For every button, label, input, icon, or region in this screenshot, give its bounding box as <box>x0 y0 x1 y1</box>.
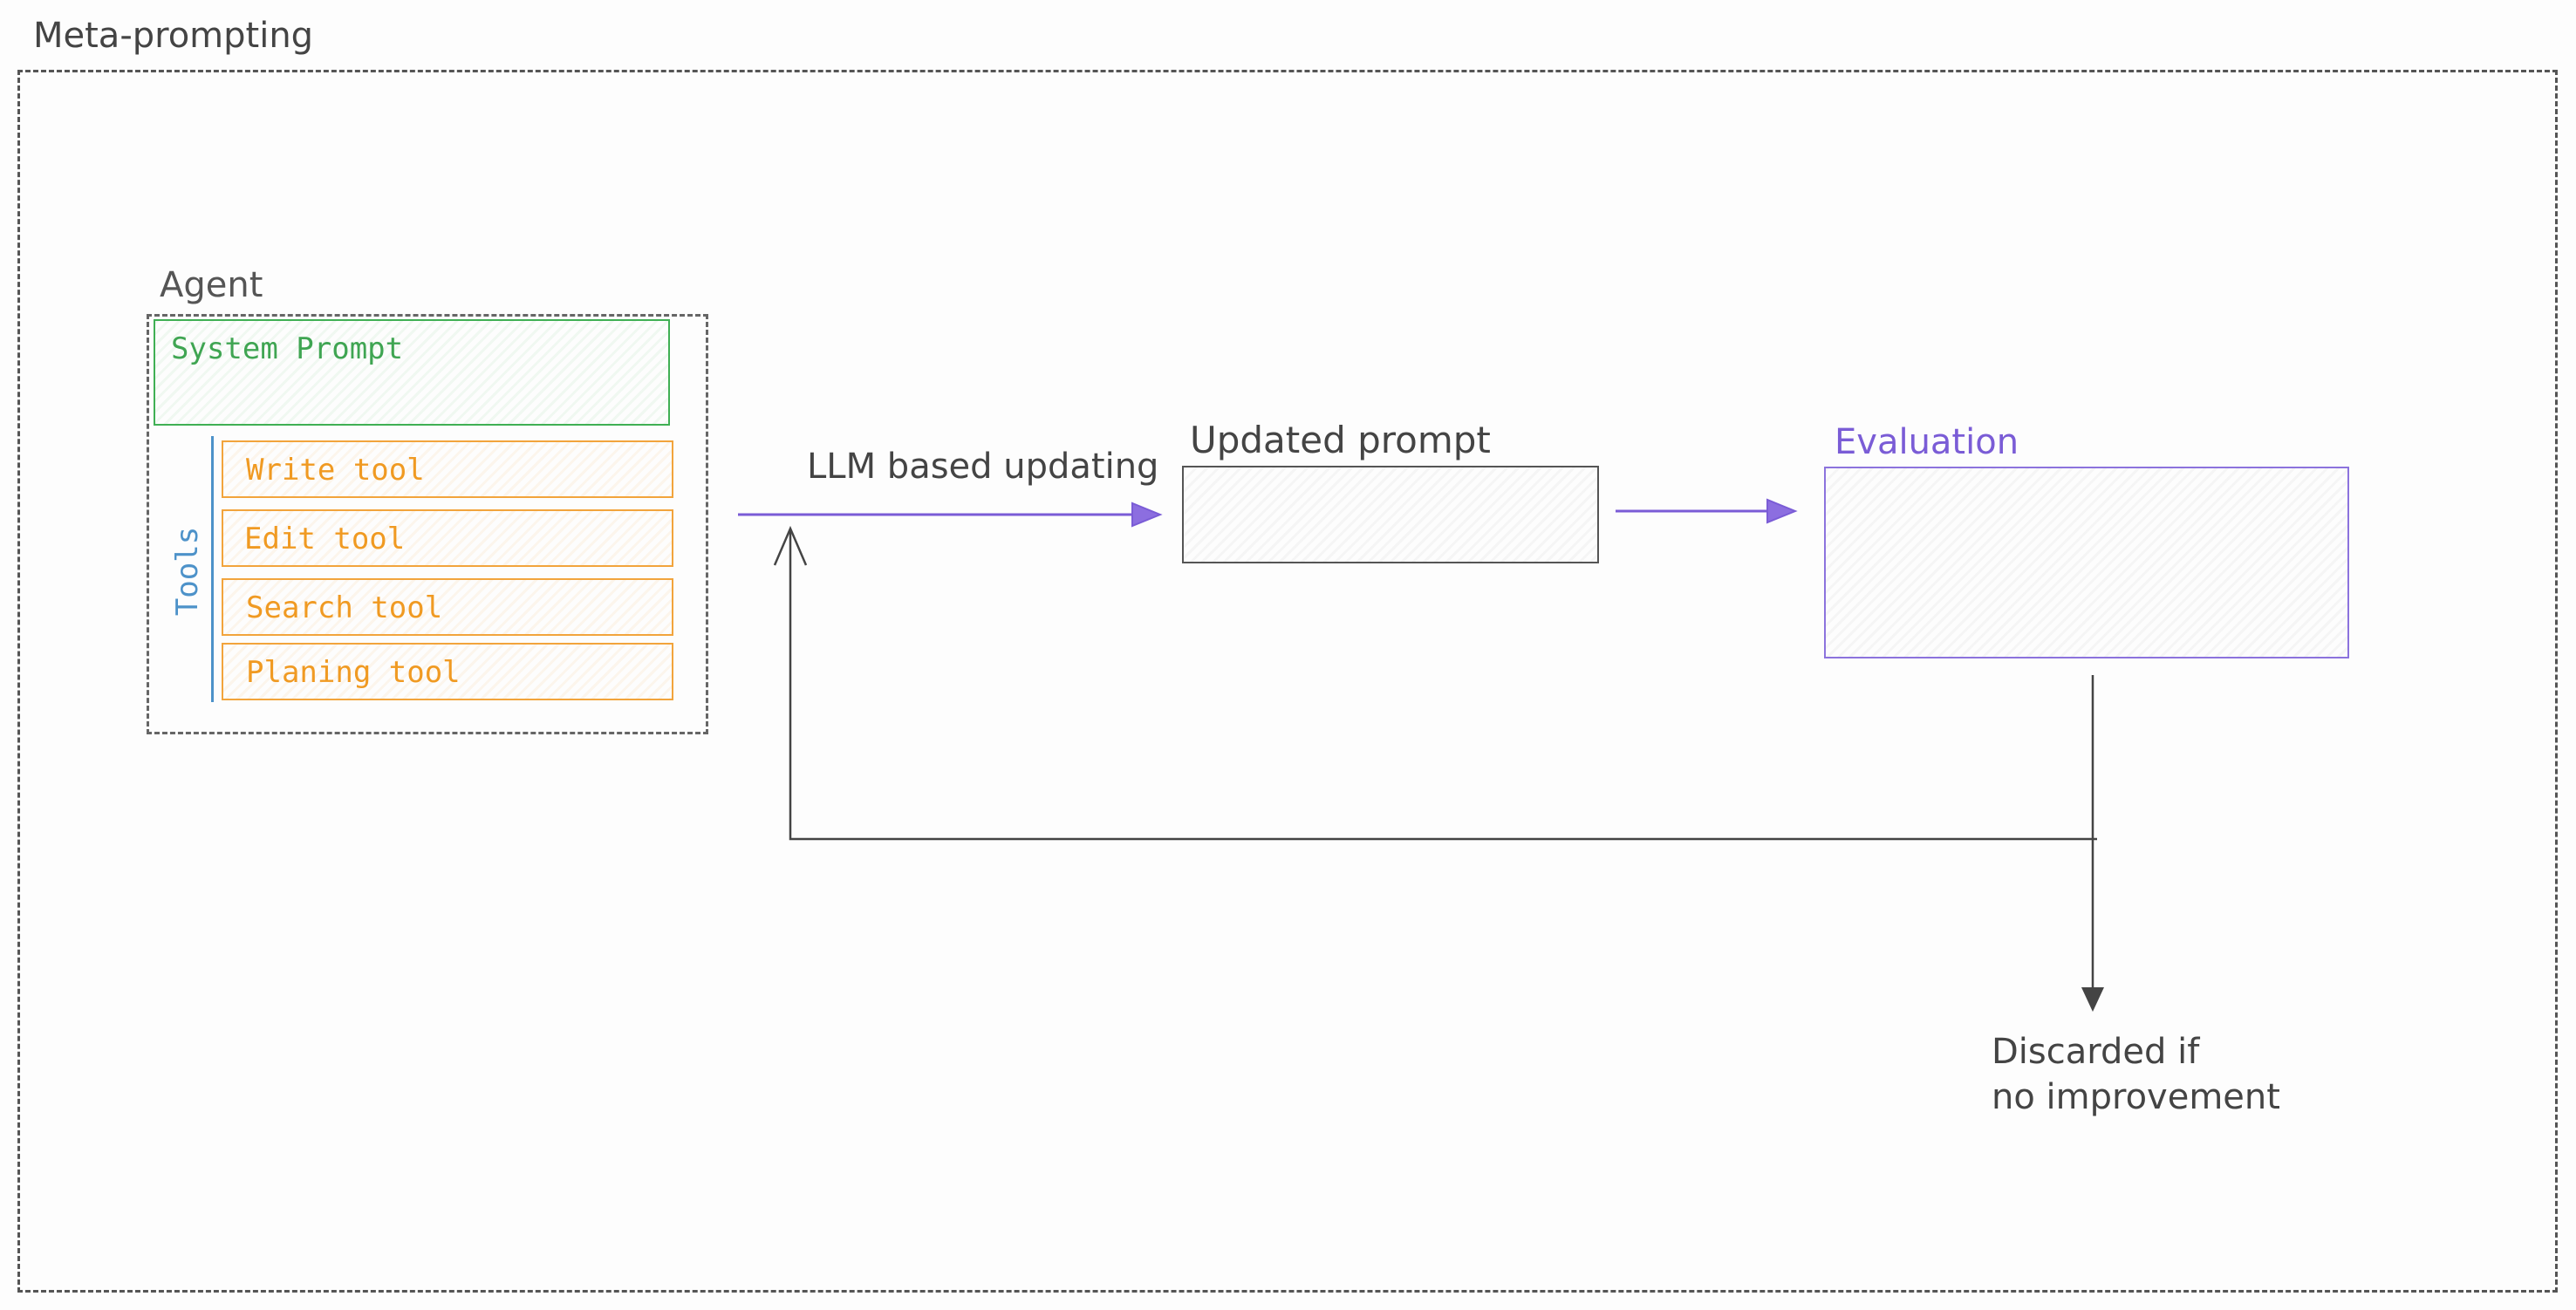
meta-prompting-title: Meta-prompting <box>33 16 314 56</box>
tools-bracket <box>211 436 214 702</box>
llm-update-arrow <box>738 501 1163 528</box>
to-evaluation-arrow <box>1616 498 1798 524</box>
agent-frame <box>147 314 708 734</box>
tool-label-planning: Planing tool <box>246 655 461 690</box>
discard-note: Discarded if no improvement <box>1992 1029 2280 1120</box>
updated-prompt-title: Updated prompt <box>1190 419 1491 461</box>
discard-arrow <box>2081 675 2104 1012</box>
system-prompt-box: System Prompt <box>154 319 670 426</box>
updated-prompt-box <box>1182 466 1599 563</box>
meta-prompting-frame <box>17 70 2558 1293</box>
tool-box-search: Search tool <box>222 578 673 636</box>
discard-note-line2: no improvement <box>1992 1077 2280 1117</box>
discard-note-line1: Discarded if <box>1992 1032 2200 1072</box>
tool-box-write: Write tool <box>222 440 673 498</box>
tool-box-edit: Edit tool <box>222 509 673 567</box>
system-prompt-label: System Prompt <box>171 331 404 366</box>
llm-updating-label: LLM based updating <box>807 447 1159 487</box>
tool-box-planning: Planing tool <box>222 643 673 700</box>
evaluation-title: Evaluation <box>1835 422 2019 462</box>
evaluation-box <box>1824 467 2349 658</box>
agent-title: Agent <box>160 265 263 305</box>
tool-label-edit: Edit tool <box>244 522 406 556</box>
feedback-loop-arrow <box>773 525 2097 841</box>
tool-label-search: Search tool <box>246 590 443 625</box>
tool-label-write: Write tool <box>246 453 425 488</box>
